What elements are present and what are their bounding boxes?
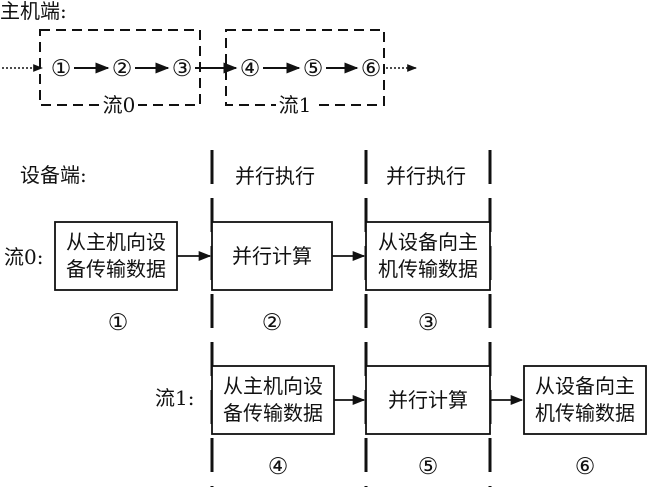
host-step-6: ⑥ bbox=[361, 56, 382, 82]
s0-box2-label: 并行计算 bbox=[232, 244, 312, 268]
stream0-group-label: 流0 bbox=[103, 93, 136, 117]
parallel-label-2: 并行执行 bbox=[386, 164, 466, 188]
host-step-3: ③ bbox=[172, 56, 193, 82]
host-step-5: ⑤ bbox=[303, 56, 324, 82]
s0-device-to-host-box bbox=[365, 221, 491, 291]
s1-compute-box bbox=[365, 365, 491, 435]
s1-step-num-3: ⑥ bbox=[575, 454, 596, 480]
s0-box3-line2: 机传输数据 bbox=[378, 257, 478, 281]
host-label: 主机端: bbox=[0, 0, 67, 23]
s0-step-num-1: ① bbox=[108, 310, 129, 336]
s0-host-to-device-box bbox=[54, 221, 178, 291]
host-step-4: ④ bbox=[240, 56, 261, 82]
device-label: 设备端: bbox=[20, 163, 87, 187]
host-step-1: ① bbox=[51, 56, 72, 82]
s1-step-num-2: ⑤ bbox=[418, 454, 439, 480]
s0-box1-line1: 从主机向设 bbox=[66, 230, 166, 254]
host-step-2: ② bbox=[112, 56, 133, 82]
s0-box1-line2: 备传输数据 bbox=[66, 257, 166, 281]
s1-box1-line1: 从主机向设 bbox=[223, 374, 323, 398]
s1-box3-line1: 从设备向主 bbox=[535, 374, 635, 398]
device-stream0-label: 流0: bbox=[4, 245, 43, 269]
s0-step-num-3: ③ bbox=[418, 310, 439, 336]
s0-box3-line1: 从设备向主 bbox=[378, 230, 478, 254]
s0-step-num-2: ② bbox=[262, 310, 283, 336]
s1-box1-line2: 备传输数据 bbox=[223, 401, 323, 425]
device-stream1-label: 流1: bbox=[155, 386, 194, 410]
parallel-label-1: 并行执行 bbox=[235, 164, 315, 188]
s0-compute-box bbox=[211, 221, 333, 291]
s1-step-num-1: ④ bbox=[268, 454, 289, 480]
s1-device-to-host-box bbox=[523, 365, 647, 435]
s1-box3-line2: 机传输数据 bbox=[535, 401, 635, 425]
s1-box2-label: 并行计算 bbox=[388, 388, 468, 412]
s1-host-to-device-box bbox=[211, 365, 335, 435]
stream1-group-label: 流1 bbox=[279, 93, 312, 117]
